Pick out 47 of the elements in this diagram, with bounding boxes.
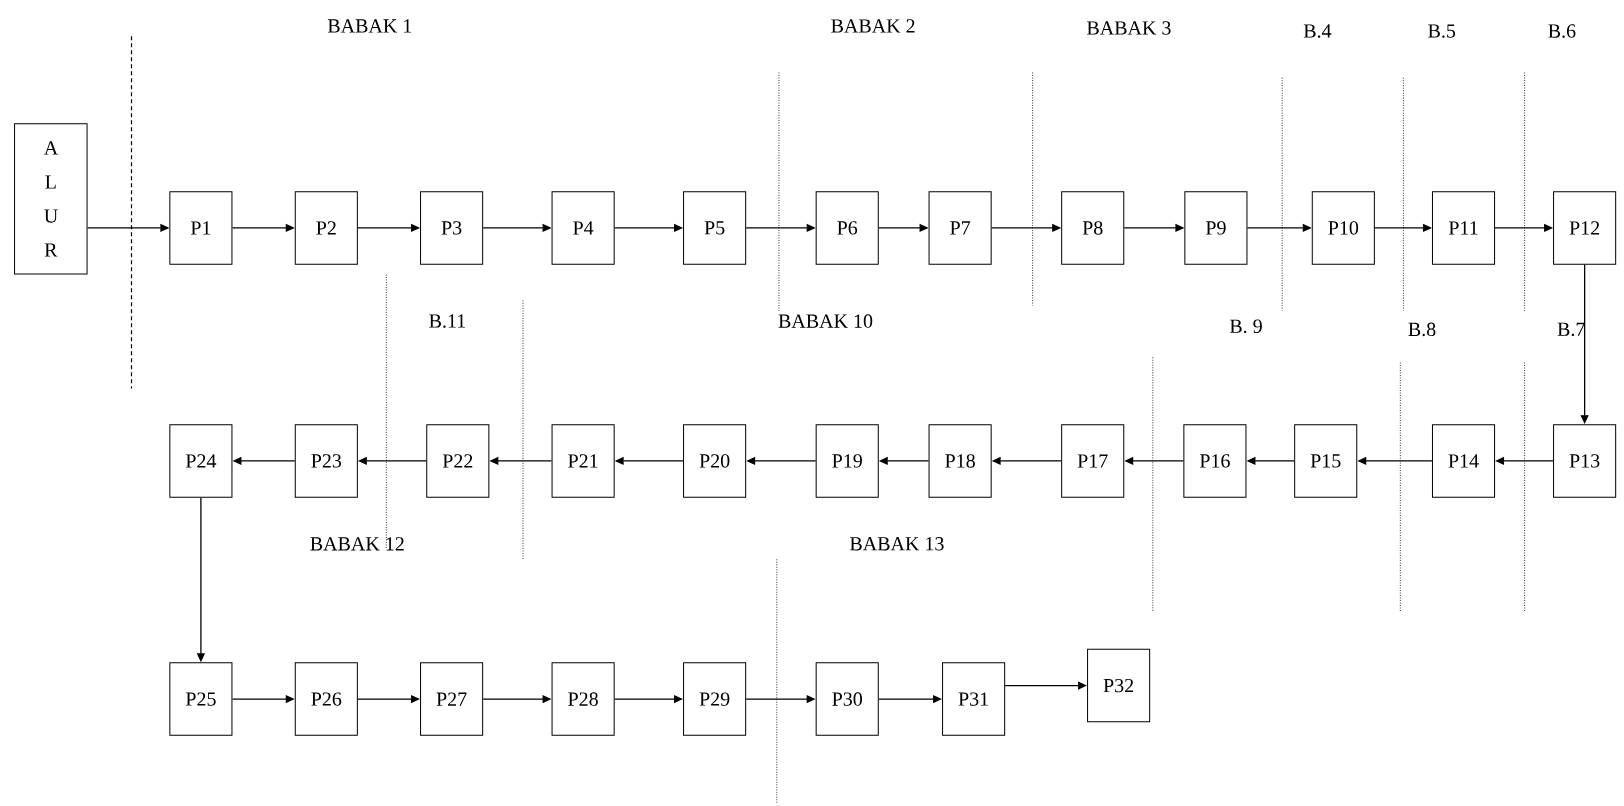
- process-box: P1: [169, 191, 233, 265]
- process-box: P26: [294, 662, 358, 736]
- process-box: P14: [1431, 424, 1496, 498]
- process-box: P11: [1431, 191, 1496, 265]
- process-box: P21: [551, 424, 615, 498]
- process-box: P8: [1061, 191, 1125, 265]
- stage-label: B. 9: [1229, 319, 1262, 334]
- process-box: P27: [420, 662, 484, 736]
- process-box: P29: [683, 662, 747, 736]
- process-box: P13: [1553, 424, 1617, 498]
- process-box: P2: [294, 191, 358, 265]
- stage-label: B.8: [1408, 322, 1436, 337]
- process-box: P12: [1553, 191, 1617, 265]
- stage-label: B.7: [1557, 322, 1585, 337]
- stage-label: BABAK 3: [1087, 21, 1171, 35]
- flow-box: A L U R: [14, 123, 88, 275]
- process-box: P9: [1184, 191, 1248, 265]
- process-box: P4: [551, 191, 615, 265]
- process-box: P6: [815, 191, 879, 265]
- stage-label: BABAK 13: [850, 537, 944, 551]
- process-box: P20: [683, 424, 747, 498]
- arrow: [1004, 681, 1087, 690]
- process-box: P16: [1183, 424, 1247, 498]
- process-box: P24: [169, 424, 233, 498]
- stage-label: B.6: [1548, 24, 1576, 38]
- stage-label: BABAK 12: [310, 537, 404, 551]
- stage-label: B.4: [1303, 24, 1332, 38]
- process-box: P23: [294, 424, 358, 498]
- process-box: P5: [683, 191, 747, 265]
- process-box: P7: [928, 191, 992, 265]
- stage-label: BABAK 10: [778, 314, 873, 328]
- process-box: P25: [169, 662, 233, 736]
- process-box: P22: [426, 424, 490, 498]
- stage-label: B.5: [1428, 24, 1456, 38]
- process-box: P17: [1061, 424, 1125, 498]
- process-box: P32: [1087, 648, 1151, 723]
- process-box: P18: [928, 424, 992, 498]
- process-box: P28: [551, 662, 615, 736]
- stage-label: B.11: [429, 314, 465, 328]
- process-box: P3: [420, 191, 484, 265]
- process-box: P19: [815, 424, 879, 498]
- process-box: P31: [942, 662, 1006, 736]
- stage-label: BABAK 1: [327, 19, 412, 33]
- process-box: P15: [1294, 424, 1358, 498]
- process-box: P30: [815, 662, 879, 736]
- process-box: P10: [1311, 191, 1375, 265]
- stage-label: BABAK 2: [831, 19, 915, 33]
